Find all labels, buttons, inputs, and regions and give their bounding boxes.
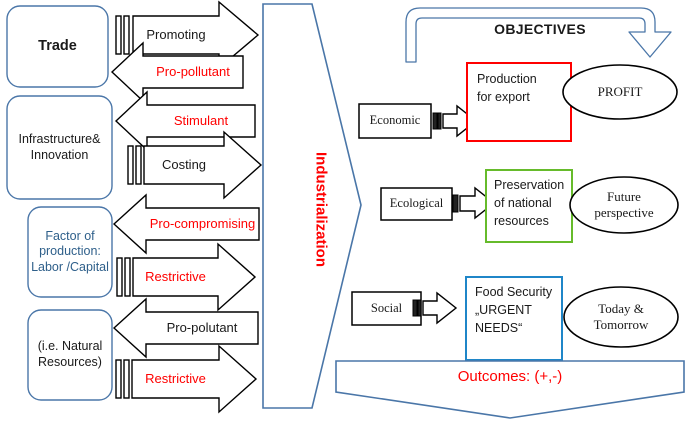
objective-box-ecological[interactable] xyxy=(485,169,573,243)
pillar-connector-social xyxy=(412,291,458,325)
flow-arrow-stimulant[interactable] xyxy=(114,90,256,152)
objective-box-economic[interactable] xyxy=(466,62,572,142)
pillar-box-social[interactable] xyxy=(351,291,422,326)
input-box-trade[interactable] xyxy=(6,5,109,88)
flow-arrow-pro-polutant[interactable] xyxy=(112,297,259,359)
result-ellipse-ecological[interactable] xyxy=(569,176,679,234)
flow-arrow-restrictive-1[interactable] xyxy=(116,242,257,312)
objective-box-social[interactable] xyxy=(465,276,563,361)
result-ellipse-social[interactable] xyxy=(563,286,679,348)
flow-arrow-costing[interactable] xyxy=(127,130,263,200)
pillar-connector-ecological xyxy=(452,186,496,220)
input-box-factors[interactable] xyxy=(27,206,113,298)
flow-arrow-promoting[interactable] xyxy=(115,0,260,70)
input-box-infrastructure[interactable] xyxy=(6,95,113,200)
flow-arrow-pro-compromising[interactable] xyxy=(112,193,260,255)
objectives-arrow xyxy=(405,7,672,63)
input-box-natural-resources[interactable] xyxy=(27,309,113,401)
flow-arrow-pro-pollutant[interactable] xyxy=(110,41,244,103)
industrialization-shape[interactable] xyxy=(262,3,362,409)
pillar-box-economic[interactable] xyxy=(358,103,432,139)
flow-arrow-restrictive-2[interactable] xyxy=(115,344,258,414)
result-ellipse-economic[interactable] xyxy=(562,64,678,120)
outcomes-banner[interactable] xyxy=(335,360,685,419)
pillar-box-ecological[interactable] xyxy=(380,187,453,221)
